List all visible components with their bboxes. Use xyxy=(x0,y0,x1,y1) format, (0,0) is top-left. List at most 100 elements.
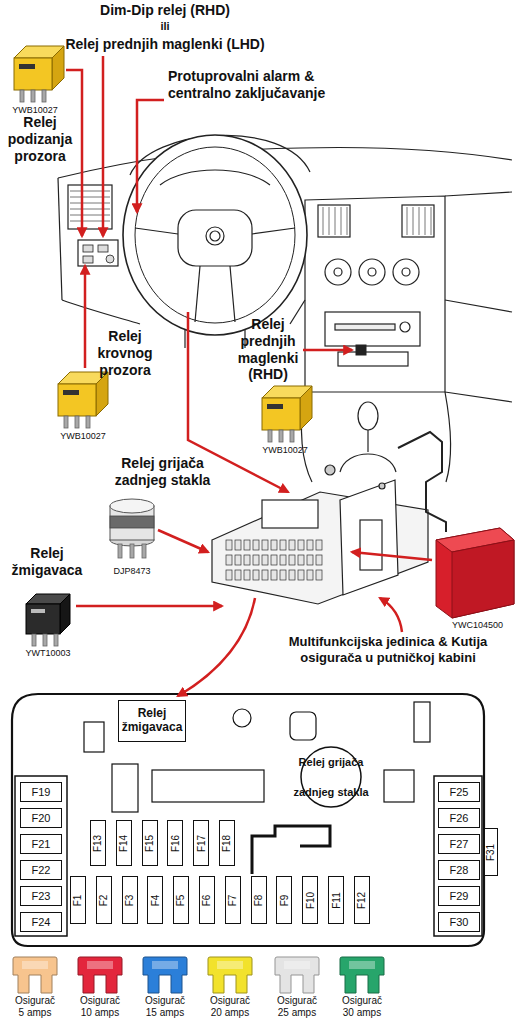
fuse-slot: F12 xyxy=(354,876,370,924)
mounting-bracket xyxy=(398,432,446,532)
fuse-number: F5 xyxy=(176,894,187,906)
air-vent xyxy=(68,185,112,229)
steering-wheel-inner xyxy=(135,147,295,323)
fuse-slot: F19 xyxy=(20,782,62,802)
fuse-slot: F24 xyxy=(20,912,62,932)
relay-pin xyxy=(43,634,47,646)
panel-slot xyxy=(414,702,430,742)
fuse-number: F8 xyxy=(253,894,264,906)
yellow-relay xyxy=(262,386,312,442)
mini-fuse xyxy=(280,555,286,565)
part-number: YWB10027 xyxy=(255,445,315,456)
relay-pin xyxy=(118,544,122,558)
part-label: Relej krovnog prozora xyxy=(92,328,158,378)
fuse-number: F20 xyxy=(32,812,51,824)
fuse-swatch xyxy=(78,957,122,993)
dashboard-line xyxy=(305,196,445,392)
dashboard-drawing xyxy=(58,135,512,482)
relay-pin xyxy=(42,90,46,102)
fuse-slot: F29 xyxy=(438,886,480,906)
switch-panel xyxy=(78,240,118,266)
fuse-slot: F4 xyxy=(147,876,163,924)
fuse-panel-drawing xyxy=(12,694,484,946)
fuse-number: F4 xyxy=(150,894,161,906)
fuse-number: F10 xyxy=(305,891,316,908)
panel-slot xyxy=(152,770,264,802)
vent-slat xyxy=(407,207,408,235)
vent-slat xyxy=(347,207,348,235)
leader-arrows xyxy=(66,56,432,696)
legend-item: Osigurač 25 amps xyxy=(267,955,327,1019)
switch-row xyxy=(338,352,408,366)
wheel-spoke xyxy=(230,266,235,322)
dashboard-line xyxy=(445,392,512,402)
multifunction-slot xyxy=(360,520,382,570)
screw xyxy=(379,483,385,489)
switch xyxy=(98,245,108,252)
gear-knob xyxy=(358,402,378,430)
fuse-slot: F1 xyxy=(70,876,86,924)
fuse-window xyxy=(284,961,310,969)
mounting-plate xyxy=(340,480,398,595)
legend-item: Osigurač 15 amps xyxy=(135,955,195,1019)
fuse-slot: F28 xyxy=(438,860,480,880)
relay-pin xyxy=(279,430,283,442)
leader-arrow xyxy=(352,552,432,560)
fuse-slot: F5 xyxy=(173,876,189,924)
radio-knob xyxy=(400,322,410,332)
panel-slot xyxy=(112,764,138,812)
relay-name: Relej grijača zadnjeg stakla xyxy=(286,747,376,807)
mini-fuse xyxy=(226,540,232,550)
mini-fuse xyxy=(289,555,295,565)
mini-fuse xyxy=(280,540,286,550)
relay-side xyxy=(60,594,70,634)
fuse-number: F1 xyxy=(72,894,83,906)
relay-side xyxy=(52,46,64,90)
relay-pin xyxy=(31,90,35,102)
fuse-number: F28 xyxy=(450,864,469,876)
vent-slat xyxy=(329,207,330,235)
nut xyxy=(325,465,335,475)
fuse-number: F15 xyxy=(144,834,155,851)
part-label: Relej podizanja prozora xyxy=(2,114,78,164)
mini-fuse xyxy=(280,570,286,580)
connector-block xyxy=(262,500,318,528)
fog-relay-spot xyxy=(356,345,366,355)
part-number: YWT10003 xyxy=(18,648,78,659)
heater-dial xyxy=(393,259,419,285)
fuse-slot: F25 xyxy=(438,782,480,802)
relay-pin xyxy=(130,544,134,558)
switch-knob xyxy=(106,255,114,263)
relay-name: Relej žmigavaca xyxy=(119,707,185,735)
fuse-column-frame xyxy=(434,776,482,936)
fuse-number: F2 xyxy=(98,894,109,906)
fuse-number: F13 xyxy=(93,834,104,851)
vent-slat xyxy=(341,207,342,235)
leader-arrow xyxy=(178,598,255,696)
part-label: Relej prednjih maglenki (LHD) xyxy=(40,36,290,53)
legend-item: Osigurač 5 amps xyxy=(5,955,65,1019)
relay-pin xyxy=(86,416,90,428)
fuse-swatch xyxy=(143,957,187,993)
relay-front xyxy=(58,384,96,416)
mini-fuse xyxy=(289,570,295,580)
fuse-sample xyxy=(337,955,387,995)
fuse-swatch xyxy=(275,957,319,993)
fuse-slot: F20 xyxy=(20,808,62,828)
relay-socket-outline xyxy=(286,744,376,810)
air-vent xyxy=(402,205,434,237)
fuse-number: F31 xyxy=(486,843,497,860)
heater-dial xyxy=(325,259,351,285)
mini-fuse xyxy=(253,540,259,550)
relay-pin xyxy=(32,634,36,646)
air-vent xyxy=(318,205,350,237)
wheel-spoke xyxy=(135,228,178,234)
leader-arrow xyxy=(137,100,164,212)
mini-fuse xyxy=(235,570,241,580)
legend-text: Osigurač 25 amps xyxy=(274,995,320,1019)
fuse-panel-outline xyxy=(12,694,484,946)
mini-fuse xyxy=(289,540,295,550)
dial-centre xyxy=(402,268,410,276)
relay-slot: Relej grijača zadnjeg stakla xyxy=(286,744,376,810)
